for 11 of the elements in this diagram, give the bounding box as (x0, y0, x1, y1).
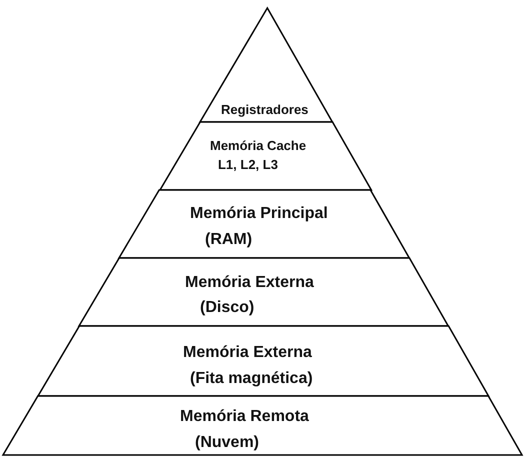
level-label: L1, L2, L3 (218, 158, 278, 171)
level-label: (Fita magnética) (190, 371, 313, 387)
level-label: (RAM) (204, 232, 252, 248)
level-label: Registradores (220, 103, 308, 116)
level-label: Memória Cache (210, 139, 306, 152)
level-label: Memória Remota (180, 409, 309, 425)
level-label: Memória Externa (182, 345, 312, 361)
level-label: Memória Principal (190, 206, 328, 222)
level-label: (Disco) (200, 300, 254, 316)
level-label: (Nuvem) (195, 435, 260, 451)
level-label: Memória Externa (184, 275, 314, 291)
